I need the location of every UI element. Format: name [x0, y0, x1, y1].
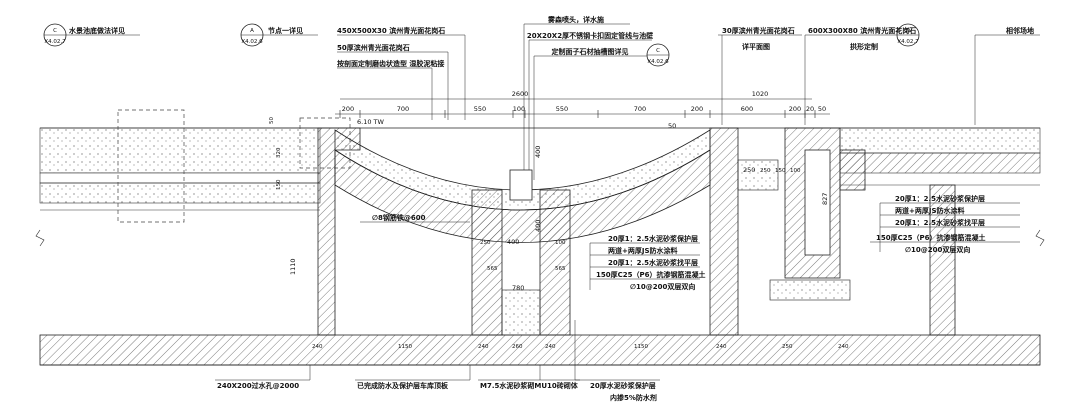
layer-note-line: 20厚1：2.5水泥砂浆找平层: [608, 258, 698, 267]
callout-d: D X4.02.7: [896, 23, 920, 47]
callout-letter: C: [53, 28, 57, 34]
label-steel-clip: 20X20X2厚不锈钢卡扣固定管线与池壁: [527, 31, 653, 40]
label-granite-30: 30厚滨州青光面花岗石: [722, 26, 795, 35]
side-dim: 565: [487, 266, 498, 272]
layer-note-center: 20厚1：2.5水泥砂浆保护层 两道+两厚JS防水涂料 20厚1：2.5水泥砂浆…: [589, 234, 706, 291]
callout-letter: A: [250, 28, 254, 34]
inner-dimensions: 400 400 400 250 780 827 1110 50 250 250 …: [289, 122, 829, 292]
label-adjacent: 相邻场地: [1006, 26, 1034, 35]
callout-label: 水景池底做法详见: [69, 26, 125, 35]
layer-note-line: 20厚1：2.5水泥砂浆保护层: [895, 194, 985, 203]
dim-2600: 2600: [512, 90, 529, 98]
callout-a: A X4.02.6 节点一详见: [240, 23, 318, 47]
side-dim: 250: [480, 240, 491, 246]
side-dim: 250: [760, 168, 771, 174]
top-labels: 450X500X30 滨州青光面花岗石 50厚滨州青光面花岗石 按剖面定制磨齿状…: [337, 15, 1040, 180]
callout-c-mid: C X4.02.6: [646, 43, 670, 67]
callout-ref: X4.02.6: [647, 59, 669, 65]
dim-row-item: 50: [818, 105, 826, 113]
bottom-dimensions: 240 1150 240 260 240 1150 240 250 240: [312, 344, 849, 350]
concrete-structure: [39, 127, 1041, 366]
layer-note-line: 20厚1：2.5水泥砂浆找平层: [895, 218, 985, 227]
callout-c-left: C X4.02.7 水景池底做法详见: [43, 23, 140, 47]
inner-dim: 827: [821, 193, 829, 205]
callout-label: 节点一详见: [268, 26, 303, 35]
label-masonry: M7.5水泥砂浆砌MU10砖砌体: [480, 381, 579, 390]
callout-ref: X4.02.6: [241, 39, 263, 45]
layer-note-right: 20厚1：2.5水泥砂浆保护层 两道+两厚JS防水涂料 20厚1：2.5水泥砂浆…: [870, 194, 1020, 254]
dim-row-item: 200: [691, 105, 703, 113]
label-admix: 内掺5%防水剂: [610, 393, 657, 402]
bottom-dim: 240: [838, 344, 849, 350]
bottom-dim: 240: [545, 344, 556, 350]
bottom-dim: 250: [782, 344, 793, 350]
layer-note-line: ∅10@200双层双向: [905, 245, 970, 254]
layer-note-line: 两道+两厚JS防水涂料: [608, 246, 678, 255]
callout-ref: X4.02.7: [897, 39, 919, 45]
label-drain: 240X200过水孔@2000: [217, 381, 299, 390]
bottom-dim: 240: [478, 344, 489, 350]
inner-dim: 400: [534, 220, 542, 232]
left-dim: 50: [269, 117, 275, 124]
label-special-shape: 拱形定制: [850, 42, 878, 51]
dashed-boxes: [117, 109, 351, 223]
dim-row-item: 600: [741, 105, 753, 113]
left-dim: 320: [276, 147, 282, 158]
dim-row-item: 700: [397, 105, 409, 113]
label-granite-30b: 详平面图: [742, 42, 770, 51]
dim-row-item: 20: [806, 105, 814, 113]
layer-note-line: 20厚1：2.5水泥砂浆保护层: [608, 234, 698, 243]
dim-row-item: 550: [474, 105, 486, 113]
bottom-dim: 1150: [634, 344, 648, 350]
label-granite-top: 450X500X30 滨州青光面花岗石: [337, 26, 445, 35]
inner-dim: 50: [668, 122, 676, 130]
break-lines: [35, 229, 1045, 247]
layer-note-line: ∅10@200双层双向: [630, 282, 695, 291]
inner-dim: 780: [512, 284, 524, 292]
inner-dim: 400: [534, 146, 542, 158]
rebar-note: ∅8钢筋铁@600: [372, 213, 426, 222]
top-dimensions: 2600 1020 200 700 550 100 550 700 200 60…: [335, 90, 830, 118]
inner-dim: 250: [743, 166, 755, 174]
label-granite-50: 50厚滨州青光面花岗石: [337, 43, 410, 52]
label-spray: 雾森喷头，详水施: [547, 15, 604, 24]
label-protect: 20厚水泥砂浆保护层: [590, 381, 656, 390]
dim-row-item: 100: [513, 105, 525, 113]
dim-row-item: 550: [556, 105, 568, 113]
bottom-dim: 240: [716, 344, 727, 350]
bottom-labels: 240X200过水孔@2000 已完成防水及保护层车库顶板 M7.5水泥砂浆砌M…: [215, 320, 660, 402]
left-dim: 150: [276, 179, 282, 190]
dim-row-item: 200: [342, 105, 354, 113]
label-granite-600: 600X300X80 滨州青光面花岗石: [808, 26, 916, 35]
dim-1020: 1020: [752, 90, 769, 98]
side-dim: 100: [555, 240, 566, 246]
callout-ref: X4.02.7: [44, 39, 66, 45]
bottom-dim: 240: [312, 344, 323, 350]
inner-dim: 400: [507, 238, 519, 246]
layer-note-line: 150厚C25（P6）抗渗钢筋混凝土: [596, 270, 706, 279]
callout-letter: D: [906, 28, 910, 34]
dim-row-item: 200: [789, 105, 801, 113]
label-custom-stone: 按剖面定制磨齿状造型 湿胶泥粘接: [337, 59, 444, 68]
side-dim: 565: [555, 266, 566, 272]
bottom-dim: 1150: [398, 344, 412, 350]
inner-dim: 1110: [289, 258, 297, 275]
side-dim: 150: [775, 168, 786, 174]
side-dim: 100: [790, 168, 801, 174]
dim-row-item: 700: [634, 105, 646, 113]
paving-layers: 50 320 150 6.10 TW: [39, 117, 1041, 211]
label-completed: 已完成防水及保护层车库顶板: [357, 381, 449, 390]
layer-note-line: 两道+两厚JS防水涂料: [895, 206, 965, 215]
label-stone-gap: 定制面子石材抽槽图详见: [552, 47, 629, 56]
callout-letter: C: [656, 48, 660, 54]
layer-note-line: 150厚C25（P6）抗渗钢筋混凝土: [876, 233, 986, 242]
level-mark: 6.10 TW: [357, 118, 385, 126]
bottom-dim: 260: [512, 344, 523, 350]
